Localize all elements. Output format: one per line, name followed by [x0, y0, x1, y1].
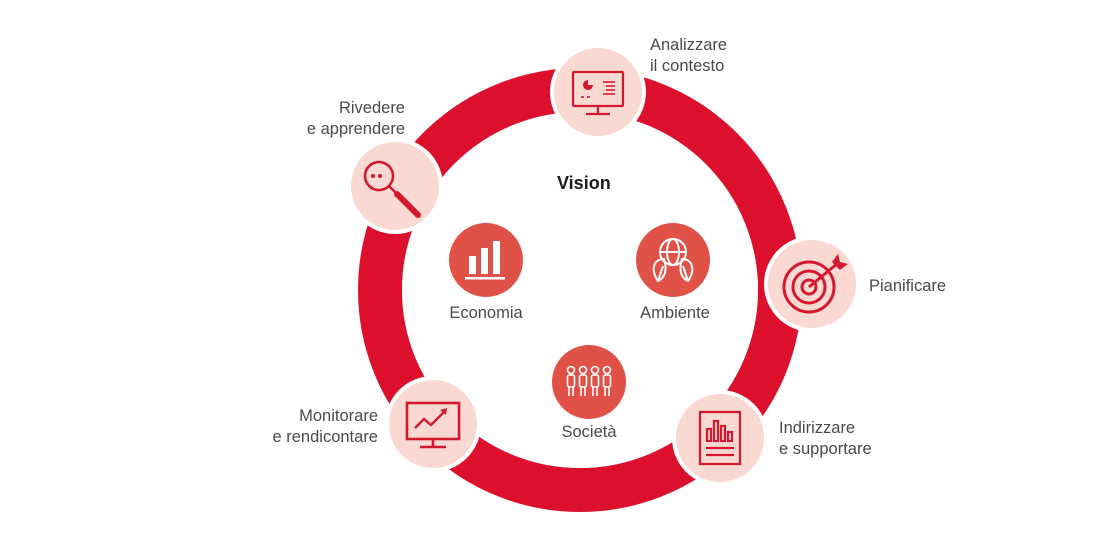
- pillar-ambiente-badge: [636, 223, 710, 297]
- pillar-societa-badge: [552, 345, 626, 419]
- stage-rivedere-label: Rivedere e apprendere: [307, 98, 405, 140]
- stage-rivedere-line2: e apprendere: [306, 120, 405, 138]
- stage-pianificare-label: Pianificare: [869, 276, 946, 297]
- monitor-trend-icon: [405, 401, 461, 449]
- pillar-economia-label: Economia: [449, 304, 523, 322]
- inner-disc: [402, 112, 758, 468]
- monitor-dashboard-icon: [571, 70, 625, 116]
- stage-monitorare-line1: Monitorare: [299, 407, 378, 425]
- stage-rivedere-badge: [347, 138, 443, 234]
- stage-pianificare-badge: [764, 236, 860, 332]
- stage-indirizzare-line1: Indirizzare: [779, 419, 856, 437]
- stage-analizzare-badge: [550, 44, 646, 140]
- stage-monitorare-line2: e rendicontare: [272, 428, 379, 446]
- stage-indirizzare-line2: e supportare: [779, 440, 872, 458]
- bar-chart-icon: [465, 241, 505, 280]
- center-title: Vision: [557, 173, 611, 193]
- stage-pianificare-line1: Pianificare: [869, 277, 947, 295]
- people-group-icon: [566, 365, 612, 396]
- report-document-icon: [698, 410, 742, 466]
- stage-analizzare-label: Analizzare il contesto: [650, 35, 727, 77]
- stage-indirizzare-badge: [672, 390, 768, 486]
- globe-leaves-icon: [652, 238, 694, 283]
- stage-monitorare-label: Monitorare e rendicontare: [273, 406, 379, 448]
- stage-rivedere-line1: Rivedere: [338, 99, 405, 117]
- pillar-economia-badge: [449, 223, 523, 297]
- stage-monitorare-badge: [385, 376, 481, 472]
- magnifier-icon: [363, 160, 421, 218]
- stage-analizzare-line2: il contesto: [650, 57, 725, 75]
- stage-indirizzare-label: Indirizzare e supportare: [779, 418, 872, 460]
- target-icon: [782, 254, 848, 314]
- stage-analizzare-line1: Analizzare: [650, 36, 728, 54]
- pillar-ambiente-label: Ambiente: [640, 304, 710, 322]
- pillar-societa-label: Società: [561, 423, 617, 441]
